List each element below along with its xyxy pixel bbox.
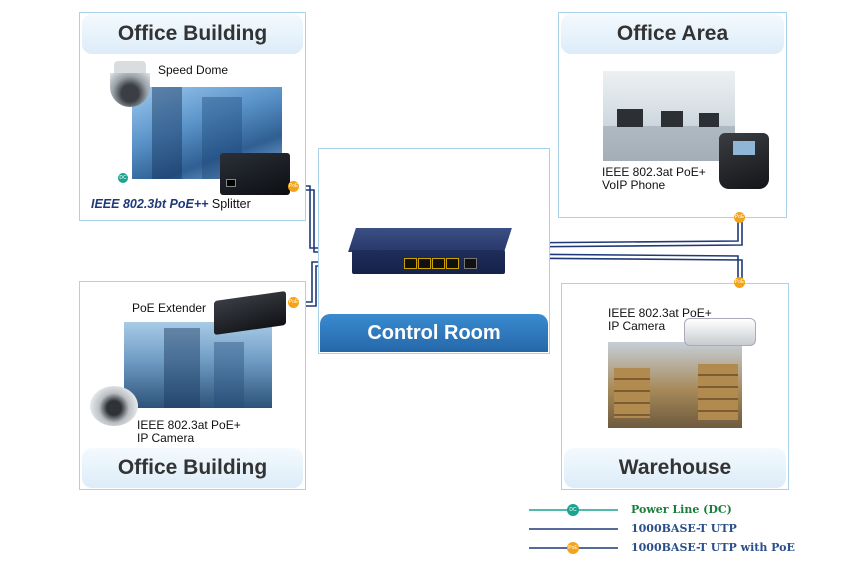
dc-badge: DC: [118, 173, 128, 183]
ip-camera-label-line1: IEEE 802.3at PoE+: [137, 418, 241, 432]
poe-badge-top-left: PoE: [288, 181, 299, 192]
voip-phone-icon: [719, 133, 769, 189]
panel-title: Control Room: [320, 314, 548, 352]
dome-camera-icon: [90, 386, 138, 426]
splitter-standard: IEEE 802.3bt PoE++: [91, 197, 209, 211]
speed-dome-camera-icon: [108, 61, 152, 109]
panel-office-area: Office Area IEEE 802.3at PoE+ VoIP Phone: [558, 12, 787, 218]
legend-badge-poe: PoE: [567, 542, 579, 554]
voip-phone-label-line1: IEEE 802.3at PoE+: [602, 165, 706, 179]
poe-badge-bottom-left: PoE: [288, 297, 299, 308]
bullet-camera-icon: [684, 318, 756, 346]
poe-extender-device-icon: [214, 290, 286, 336]
panel-title: Office Building: [82, 448, 303, 488]
poe-badge-camera: PoE: [734, 277, 745, 288]
poe-extender-label: PoE Extender: [132, 301, 207, 315]
panel-title: Office Building: [82, 14, 303, 54]
legend-label-utp: 1000BASE-T UTP: [631, 522, 737, 535]
warehouse-photo: [608, 342, 742, 428]
office-tower-photo: [124, 322, 272, 408]
panel-title: Warehouse: [564, 448, 786, 488]
poe-badge-phone: PoE: [734, 212, 745, 223]
poe-splitter-device-icon: [220, 153, 290, 195]
panel-office-building-bottom: PoE Extender IEEE 802.3at PoE+ IP Camera…: [79, 281, 306, 490]
ip-camera-label-line1: IEEE 802.3at PoE+: [608, 306, 712, 320]
speed-dome-label: Speed Dome: [158, 63, 229, 77]
legend-badge-dc: DC: [567, 504, 579, 516]
legend-label-utp-poe: 1000BASE-T UTP with PoE: [631, 541, 795, 554]
splitter-label: IEEE 802.3bt PoE++ Splitter: [91, 198, 251, 211]
ip-camera-label-line2: IP Camera: [137, 431, 195, 445]
panel-title: Office Area: [561, 14, 784, 54]
office-photo: [603, 71, 735, 161]
panel-warehouse: IEEE 802.3at PoE+ IP Camera Warehouse: [561, 283, 789, 490]
voip-phone-label-line2: VoIP Phone: [602, 178, 666, 192]
splitter-word: Splitter: [208, 197, 251, 211]
legend-label-dc: Power Line (DC): [631, 503, 732, 516]
panel-office-building-top: Office Building Speed Dome DC IEEE 802.3…: [79, 12, 306, 221]
ip-camera-label-line2: IP Camera: [608, 319, 666, 333]
